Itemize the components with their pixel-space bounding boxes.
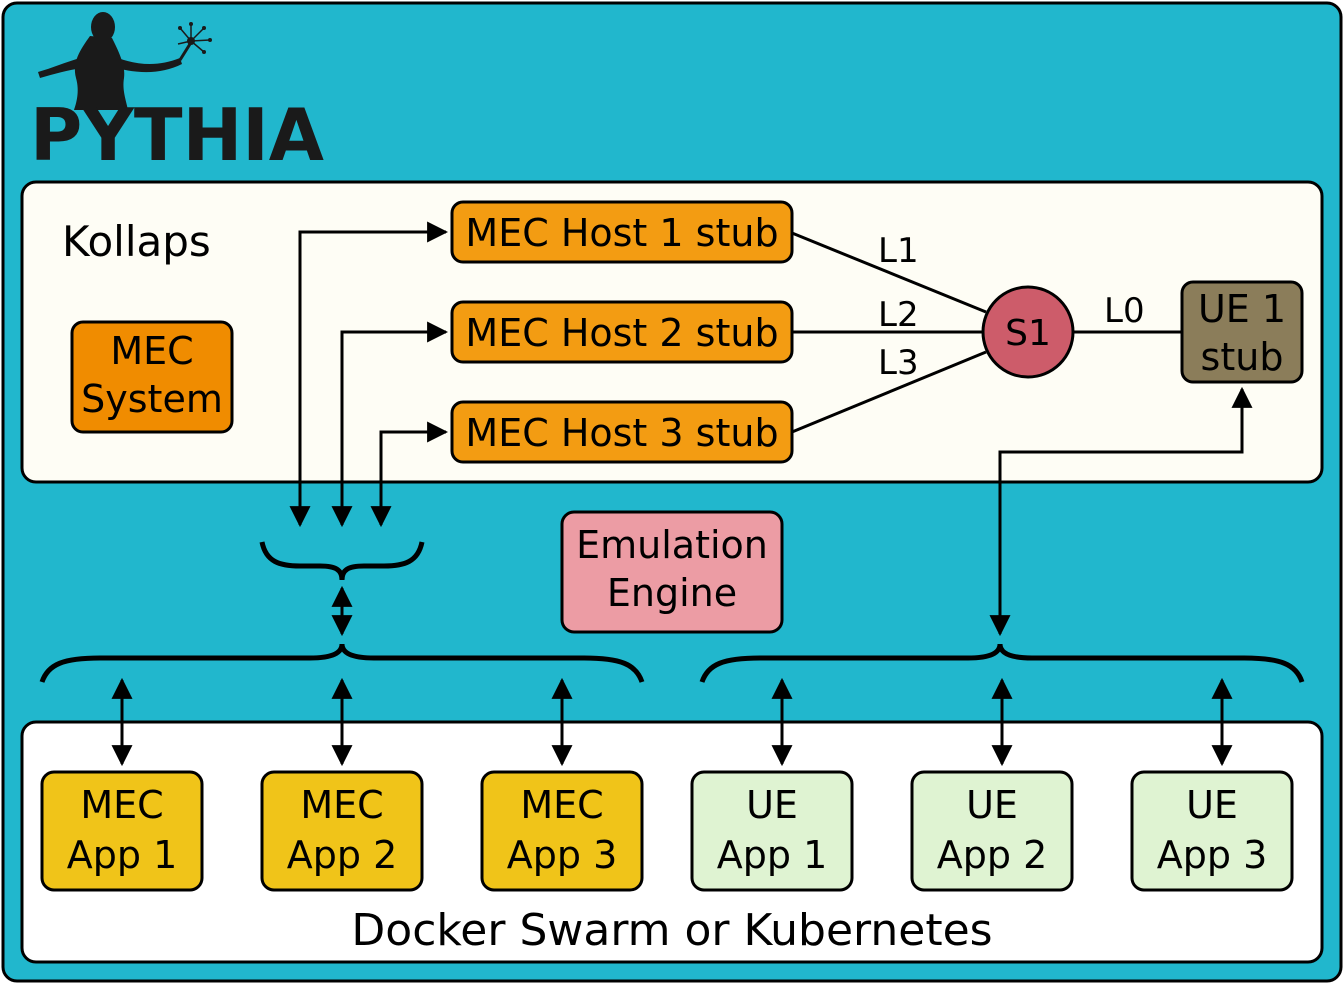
link-l1-label: L1 — [878, 231, 919, 271]
ue-app-1-line1: UE — [746, 783, 798, 827]
host-1-connector — [289, 221, 449, 528]
link-l0-label: L0 — [1104, 291, 1145, 331]
ue-app-2-box — [910, 770, 1074, 892]
ue-app-1-box — [690, 770, 854, 892]
mec-host-3-label: MEC Host 3 stub — [465, 411, 778, 455]
switch-s1-label: S1 — [1005, 313, 1051, 354]
ue-app-2-line1: UE — [966, 783, 1018, 827]
emulation-engine-box — [560, 510, 784, 634]
logo-wordmark: PYTHIA — [30, 93, 324, 177]
mec-host-1-stub — [450, 200, 794, 264]
network-links — [791, 231, 1182, 434]
mec-system-box — [70, 320, 234, 434]
platform-title: Docker Swarm or Kubernetes — [351, 905, 992, 956]
link-l3 — [791, 350, 987, 434]
host-3-connector — [370, 421, 449, 528]
mec-system-label-line1: MEC — [110, 329, 193, 373]
mec-host-1-label: MEC Host 1 stub — [465, 211, 778, 255]
ue-app-3-line1: UE — [1186, 783, 1238, 827]
emulation-engine-label-line1: Emulation — [576, 523, 768, 567]
host-2-connector — [331, 321, 449, 528]
ue-app-3-line2: App 3 — [1157, 833, 1268, 877]
host-group-brace — [259, 541, 425, 581]
app-arrows — [111, 677, 1233, 767]
ue-stub-label-line2: stub — [1201, 335, 1284, 379]
mec-app-1-line2: App 1 — [67, 833, 178, 877]
mec-app-2-line2: App 2 — [287, 833, 398, 877]
link-l3-label: L3 — [878, 343, 919, 383]
ue-stub-connector — [989, 386, 1253, 637]
ue-apps-brace — [699, 643, 1305, 683]
switch-s1 — [981, 285, 1075, 379]
mec-app-3-line2: App 3 — [507, 833, 618, 877]
emulation-engine-label-line2: Engine — [607, 571, 737, 615]
mec-system-label-line2: System — [81, 377, 223, 421]
mec-host-2-label: MEC Host 2 stub — [465, 311, 778, 355]
mec-app-2-line1: MEC — [300, 783, 383, 827]
mec-app-1-line1: MEC — [80, 783, 163, 827]
ue-app-1-line2: App 1 — [717, 833, 828, 877]
ue-1-stub — [1180, 280, 1304, 384]
link-l2-label: L2 — [878, 295, 919, 335]
ue-app-3-box — [1130, 770, 1294, 892]
pythia-logo: PYTHIA — [30, 12, 324, 177]
mec-apps-brace — [39, 643, 645, 683]
mec-app-3-box — [480, 770, 644, 892]
mec-app-3-line1: MEC — [520, 783, 603, 827]
pythia-figure-icon — [38, 12, 212, 110]
host-connectors — [289, 221, 1253, 637]
link-l1 — [791, 231, 987, 314]
mec-app-2-box — [260, 770, 424, 892]
mec-app-1-box — [40, 770, 204, 892]
kollaps-title: Kollaps — [62, 217, 211, 266]
ue-stub-label-line1: UE 1 — [1198, 287, 1286, 331]
ue-app-2-line2: App 2 — [937, 833, 1048, 877]
